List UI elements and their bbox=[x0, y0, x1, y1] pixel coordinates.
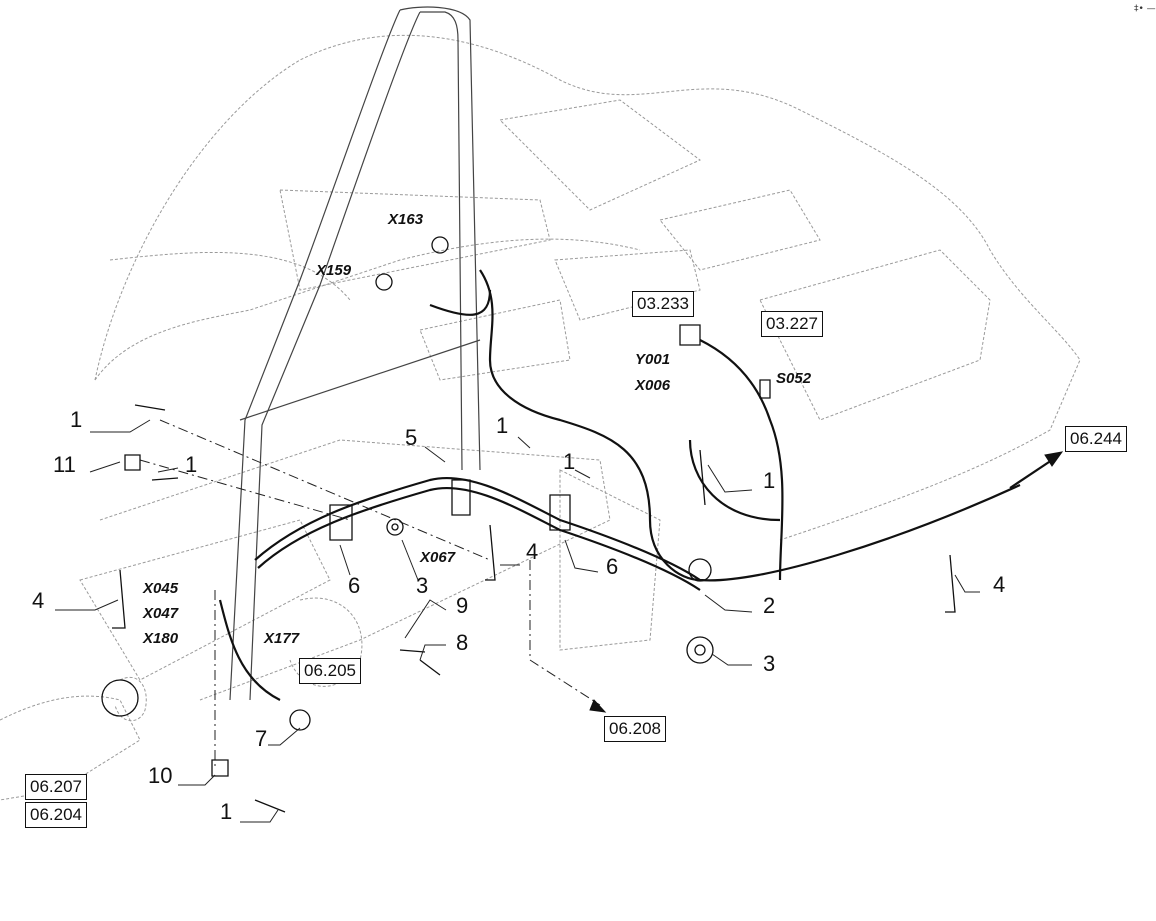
callout-3-center: 3 bbox=[416, 573, 429, 598]
callout-3-right: 3 bbox=[763, 651, 776, 676]
callout-4-left: 4 bbox=[32, 588, 45, 613]
reference-box-06-208[interactable]: 06.208 bbox=[604, 716, 666, 742]
harness-components bbox=[101, 236, 956, 813]
corner-mark: ‡• — bbox=[1134, 4, 1156, 14]
reference-box-06-244[interactable]: 06.244 bbox=[1065, 426, 1127, 452]
callout-2: 2 bbox=[763, 593, 776, 618]
reference-box-06-204[interactable]: 06.204 bbox=[25, 802, 87, 828]
reference-box-03-233[interactable]: 03.233 bbox=[632, 291, 694, 317]
callout-10: 10 bbox=[148, 763, 173, 788]
connector-label-x180: X180 bbox=[143, 630, 179, 647]
reference-box-03-227[interactable]: 03.227 bbox=[761, 311, 823, 337]
reference-box-06-207[interactable]: 06.207 bbox=[25, 774, 87, 800]
connector-label-y001: Y001 bbox=[635, 351, 671, 368]
connector-label-x163: X163 bbox=[388, 211, 424, 228]
arrow-to-06-244 bbox=[1044, 451, 1064, 467]
callout-6-left: 6 bbox=[348, 573, 361, 598]
callout-6-right: 6 bbox=[606, 554, 619, 579]
callout-7: 7 bbox=[255, 726, 268, 751]
callout-leaders bbox=[55, 419, 980, 823]
callout-4-center: 4 bbox=[526, 539, 539, 564]
chassis-outline bbox=[0, 34, 1081, 801]
roll-bar bbox=[229, 6, 481, 701]
assembly-lines bbox=[139, 419, 601, 770]
callout-9: 9 bbox=[456, 593, 469, 618]
callout-1-left-top: 1 bbox=[70, 407, 83, 432]
connector-label-x047: X047 bbox=[143, 605, 179, 622]
callout-8: 8 bbox=[456, 630, 469, 655]
callout-1-bottom: 1 bbox=[220, 799, 233, 824]
callout-11: 11 bbox=[53, 452, 76, 477]
arrow-to-06-208 bbox=[589, 699, 607, 713]
connector-label-x006: X006 bbox=[635, 377, 671, 394]
callout-1-center-2: 1 bbox=[563, 449, 576, 474]
wiring-harness bbox=[218, 269, 1056, 701]
callout-1-left-mid: 1 bbox=[185, 452, 198, 477]
reference-box-06-205[interactable]: 06.205 bbox=[299, 658, 361, 684]
callout-1-right: 1 bbox=[763, 468, 776, 493]
connector-label-s052: S052 bbox=[776, 370, 812, 387]
connector-label-x177: X177 bbox=[264, 630, 300, 647]
callout-1-center: 1 bbox=[496, 413, 509, 438]
connector-label-x045: X045 bbox=[143, 580, 179, 597]
callout-5: 5 bbox=[405, 425, 418, 450]
connector-label-x159: X159 bbox=[316, 262, 352, 279]
callout-4-right: 4 bbox=[993, 572, 1006, 597]
connector-label-x067: X067 bbox=[420, 549, 456, 566]
